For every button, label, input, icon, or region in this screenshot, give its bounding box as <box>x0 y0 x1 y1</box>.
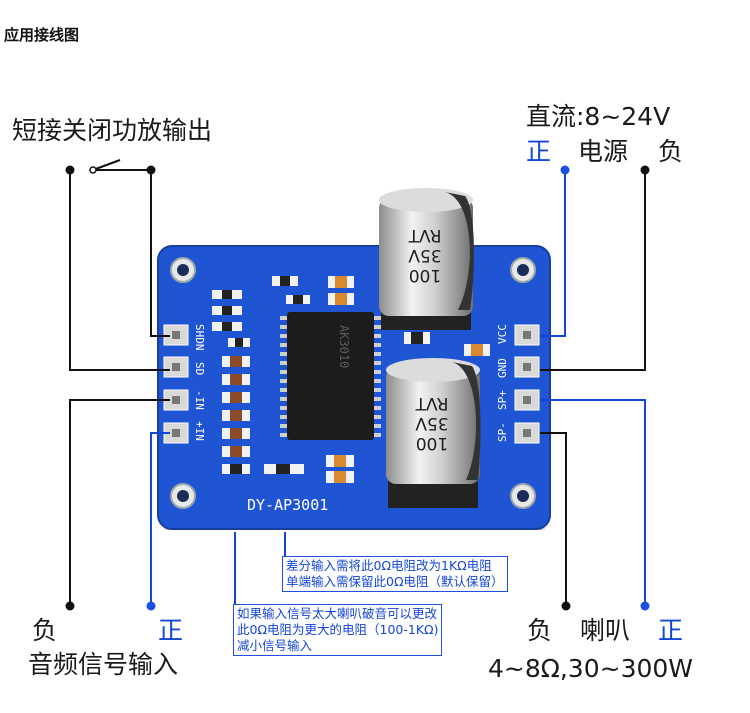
chip-marking: AK3010 <box>337 325 351 368</box>
pin-label-right-2: GND <box>496 358 509 378</box>
amplifier-chip: AK3010 <box>280 312 381 440</box>
input-title-label: 音频信号输入 <box>28 650 179 679</box>
speaker-spec-label: 4~8Ω,30~300W <box>488 654 694 683</box>
terminal-dots <box>65 165 650 611</box>
note-line: 差分输入需将此0Ω电阻改为1KΩ电阻 <box>286 558 492 573</box>
switch-label: 短接关闭功放输出 <box>12 116 213 145</box>
resistor-column <box>212 290 304 474</box>
power-positive-label: 正 <box>526 137 552 166</box>
differential-input-note: 差分输入需将此0Ω电阻改为1KΩ电阻 单端输入需保留此0Ω电阻（默认保留） <box>282 556 508 592</box>
pin-label-right-4: SP- <box>496 422 509 442</box>
cap-top-value: 100 <box>409 265 441 285</box>
switch-symbol <box>70 159 151 174</box>
input-positive-label: 正 <box>158 616 184 645</box>
cap-bottom-voltage: 35V <box>415 413 449 433</box>
speaker-name-label: 喇叭 <box>580 616 631 645</box>
cap-top-brand: RVT <box>408 225 442 245</box>
capacitor-top: 100 35V RVT <box>379 188 475 330</box>
speaker-positive-label: 正 <box>658 616 684 645</box>
left-pads <box>163 324 189 444</box>
pin-label-left-3: -IN <box>193 390 206 410</box>
board-model: DY-AP3001 <box>247 496 328 514</box>
black-wires <box>69 169 646 606</box>
signal-distortion-note: 如果输入信号太大喇叭破音可以更改 此0Ω电阻为更大的电阻（100-1KΩ) 减小… <box>233 604 443 656</box>
pin-label-left-4: +IN <box>193 421 206 441</box>
power-negative-label: 负 <box>658 137 684 166</box>
cap-bottom-value: 100 <box>416 433 448 453</box>
blue-wires <box>150 170 646 606</box>
note-line: 单端输入需保留此0Ω电阻（默认保留） <box>286 574 504 589</box>
input-negative-label: 负 <box>32 616 58 645</box>
pin-label-left-1: SHDN <box>193 324 206 351</box>
cap-top-voltage: 35V <box>408 245 442 265</box>
pin-label-right-1: VCC <box>496 324 509 344</box>
speaker-negative-label: 负 <box>527 616 553 645</box>
right-pads <box>514 324 540 444</box>
pin-label-left-2: SD <box>193 362 206 375</box>
power-name-label: 电源 <box>578 137 629 166</box>
page-heading: 应用接线图 <box>4 26 80 44</box>
mounting-holes <box>170 257 536 509</box>
pin-label-right-3: SP+ <box>496 390 509 410</box>
note-line: 减小信号输入 <box>237 638 313 653</box>
power-spec-label: 直流:8~24V <box>526 102 671 131</box>
note-line: 此0Ω电阻为更大的电阻（100-1KΩ) <box>237 622 439 637</box>
note-line: 如果输入信号太大喇叭破音可以更改 <box>237 606 438 621</box>
top-components <box>272 276 490 483</box>
cap-bottom-brand: RVT <box>415 393 449 413</box>
capacitor-bottom: 100 35V RVT <box>386 358 481 508</box>
